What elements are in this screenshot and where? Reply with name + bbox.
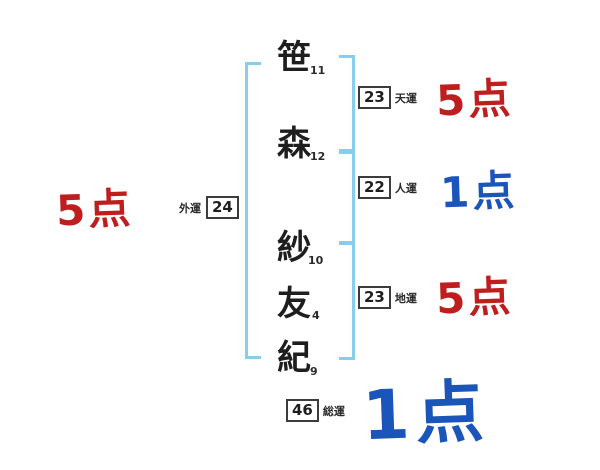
earth-luck-group: 23 地運 — [358, 286, 417, 309]
total-luck-score: 1点 — [360, 372, 491, 457]
person-luck-label: 人運 — [394, 181, 417, 195]
earth-luck-score: 5点 — [435, 271, 515, 324]
stroke-count-1: 11 — [310, 64, 326, 77]
heaven-luck-value-box: 23 — [358, 86, 391, 109]
name-char-2: 森 — [277, 124, 311, 164]
person-luck-group: 22 人運 — [358, 176, 417, 199]
stroke-count-5: 9 — [310, 365, 318, 378]
name-char-4: 友 — [277, 284, 311, 324]
name-char-1: 笹 — [277, 38, 311, 78]
earth-luck-label: 地運 — [394, 291, 417, 305]
total-luck-label: 総運 — [322, 404, 345, 418]
stroke-count-4: 4 — [312, 309, 320, 322]
name-char-5: 紀 — [277, 338, 311, 378]
outer-luck-score: 5点 — [55, 183, 135, 236]
heaven-luck-group: 23 天運 — [358, 86, 417, 109]
earth-luck-bracket — [339, 242, 355, 360]
person-luck-value-box: 22 — [358, 176, 391, 199]
person-luck-bracket — [339, 151, 355, 244]
outer-luck-group: 24 外運 — [179, 196, 239, 219]
total-luck-group: 46 総運 — [286, 399, 345, 422]
name-char-3: 紗 — [277, 228, 311, 268]
stroke-count-2: 12 — [310, 150, 326, 163]
earth-luck-value-box: 23 — [358, 286, 391, 309]
heaven-luck-label: 天運 — [394, 91, 417, 105]
heaven-luck-score: 5点 — [435, 73, 515, 126]
outer-luck-label: 外運 — [179, 201, 201, 215]
heaven-luck-bracket — [339, 55, 355, 152]
outer-luck-bracket — [245, 62, 261, 359]
outer-luck-value-box: 24 — [206, 196, 239, 219]
stroke-count-3: 10 — [308, 254, 324, 267]
total-luck-value-box: 46 — [286, 399, 319, 422]
person-luck-score: 1点 — [439, 165, 519, 218]
